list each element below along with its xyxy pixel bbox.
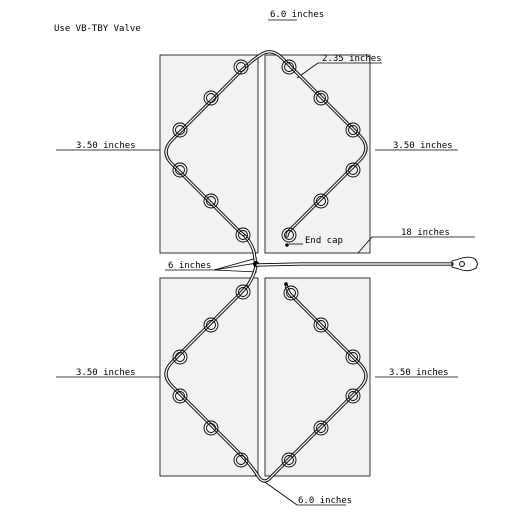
emitter-coil-icon xyxy=(203,90,219,106)
emitter-coil-icon xyxy=(345,349,361,365)
emitter-coil-icon xyxy=(283,285,299,301)
panel-lower-right xyxy=(264,277,371,477)
emitter-coil-icon xyxy=(172,388,188,404)
label-lower-right: 3.50 inches xyxy=(389,368,449,378)
dim-leader-feed-c xyxy=(213,269,258,273)
emitter-coil-icon xyxy=(172,349,188,365)
panel-upper-left xyxy=(159,54,259,254)
label-top-center: 6.0 inches xyxy=(270,10,324,20)
label-bottom-center: 6.0 inches xyxy=(298,496,352,506)
emitter-coil-icon xyxy=(281,452,297,468)
label-supply-length: 18 inches xyxy=(401,228,450,238)
emitter-coil-icon xyxy=(172,162,188,178)
label-feed-length: 6 inches xyxy=(168,261,211,271)
dim-leader-supply xyxy=(357,236,373,254)
emitter-coil-icon xyxy=(345,122,361,138)
emitter-coil-icon xyxy=(313,90,329,106)
emitter-coil-icon xyxy=(313,317,329,333)
emitter-coil-icon xyxy=(233,59,249,75)
emitter-coil-icon xyxy=(172,122,188,138)
emitter-coil-icon xyxy=(203,193,219,209)
emitter-coil-icon xyxy=(313,420,329,436)
emitter-coil-icon xyxy=(235,284,251,300)
end-cap-marker xyxy=(285,243,289,247)
emitter-coil-icon xyxy=(313,193,329,209)
label-top-diagonal: 2.35 inches xyxy=(322,54,382,64)
dim-leader-feed-b xyxy=(213,257,258,271)
panel-lower-left xyxy=(159,277,259,477)
end-cap-marker xyxy=(284,282,288,286)
emitter-coil-icon xyxy=(281,227,297,243)
emitter-coil-icon xyxy=(345,388,361,404)
label-upper-right: 3.50 inches xyxy=(393,141,453,151)
dim-leader-feed-a xyxy=(213,262,258,271)
label-upper-left: 3.50 inches xyxy=(76,141,136,151)
emitter-coil-icon xyxy=(203,420,219,436)
diagram-title: Use VB-TBY Valve xyxy=(54,24,141,34)
emitter-coil-icon xyxy=(203,317,219,333)
valve-icon xyxy=(451,256,478,272)
emitter-coil-icon xyxy=(281,59,297,75)
emitter-coil-icon xyxy=(345,162,361,178)
emitter-coil-icon xyxy=(235,227,251,243)
emitter-coil-icon xyxy=(233,452,249,468)
label-lower-left: 3.50 inches xyxy=(76,368,136,378)
label-end-cap: End cap xyxy=(305,236,343,246)
panel-upper-right xyxy=(264,54,371,254)
